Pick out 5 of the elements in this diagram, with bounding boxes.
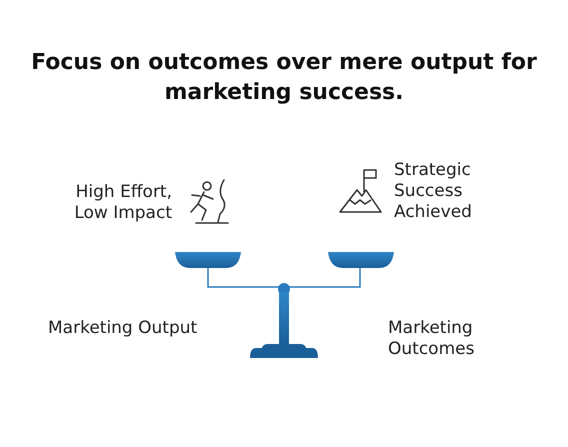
scale-label: Marketing Output	[48, 318, 198, 339]
scale-label: High Effort, Low Impact	[73, 182, 172, 224]
scale-label: Marketing Outcomes	[388, 318, 476, 360]
scale-label: Strategic Success Achieved	[394, 160, 473, 223]
diagram-title: Focus on outcomes over mere output for marketing success.	[30, 49, 538, 107]
